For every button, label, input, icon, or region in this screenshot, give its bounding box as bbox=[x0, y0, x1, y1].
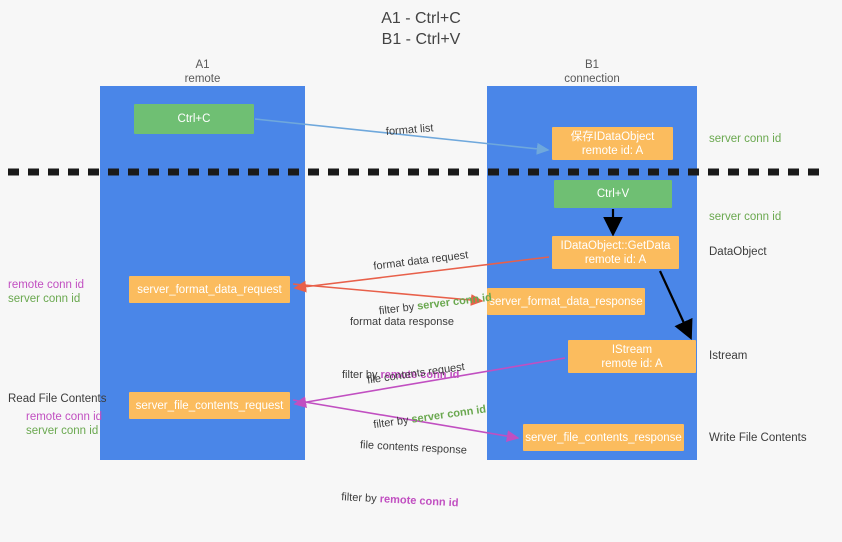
label-server-conn-id-second: server conn id bbox=[709, 211, 782, 223]
label-server-conn-id-bottom: server conn id bbox=[26, 425, 99, 437]
node-istream-line2: remote id: A bbox=[601, 357, 663, 370]
label-server-conn-id-top: server conn id bbox=[709, 133, 782, 145]
column-header-b1: B1 connection bbox=[564, 59, 620, 85]
edge-label-format-data-request-line1: format data request bbox=[372, 249, 469, 273]
node-istream[interactable]: IStream remote id: A bbox=[568, 340, 696, 373]
edge-label-format-data-response-line1: format data response bbox=[350, 316, 454, 328]
filter-prefix: filter by bbox=[340, 491, 381, 506]
label-write-file-contents: Write File Contents bbox=[709, 432, 807, 444]
edge-label-file-contents-response-line1: file contents response bbox=[359, 439, 468, 457]
node-server-file-contents-response[interactable]: server_file_contents_response bbox=[523, 424, 684, 451]
label-istream: Istream bbox=[709, 350, 748, 362]
filter-value-remote-conn-id: remote conn id bbox=[379, 493, 459, 510]
node-ctrl-c-label: Ctrl+C bbox=[177, 113, 211, 125]
node-ctrl-v[interactable]: Ctrl+V bbox=[554, 180, 672, 208]
edge-label-format-list-text: format list bbox=[385, 122, 434, 138]
label-dataobject: DataObject bbox=[709, 246, 767, 258]
column-header-a1: A1 remote bbox=[184, 59, 221, 85]
node-istream-line1: IStream bbox=[611, 343, 653, 356]
node-ctrl-v-label: Ctrl+V bbox=[596, 188, 630, 200]
label-read-file-contents: Read File Contents bbox=[8, 393, 107, 405]
node-server-format-data-request[interactable]: server_format_data_request bbox=[129, 276, 290, 303]
node-save-idataobject-line2: remote id: A bbox=[581, 144, 644, 157]
node-idataobject-getdata-line2: remote id: A bbox=[584, 253, 647, 266]
node-server-format-data-response[interactable]: server_format_data_response bbox=[487, 288, 645, 315]
node-idataobject-getdata-line1: IDataObject::GetData bbox=[560, 239, 671, 252]
filter-prefix: filter by bbox=[342, 369, 381, 381]
diagram-canvas: A1 - Ctrl+C B1 - Ctrl+V A1 remote B1 con… bbox=[8, 10, 826, 509]
edge-label-file-contents-response: file contents response filter by remote … bbox=[333, 407, 469, 542]
node-server-format-data-request-label: server_format_data_request bbox=[137, 283, 282, 296]
node-server-file-contents-request[interactable]: server_file_contents_request bbox=[129, 392, 290, 419]
label-read-file-contents-group: Read File Contents remote conn id server… bbox=[8, 392, 106, 438]
node-server-file-contents-request-label: server_file_contents_request bbox=[135, 399, 284, 412]
node-server-format-data-response-label: server_format_data_response bbox=[489, 295, 643, 308]
label-remote-conn-id-middle: remote conn id bbox=[8, 279, 85, 291]
node-save-idataobject[interactable]: 保存IDataObject remote id: A bbox=[552, 127, 673, 160]
label-server-conn-id-middle: server conn id bbox=[8, 293, 81, 305]
node-idataobject-getdata[interactable]: IDataObject::GetData remote id: A bbox=[552, 236, 679, 269]
edge-label-format-data-response-line2: filter by remote conn id bbox=[342, 368, 459, 383]
filter-value-remote-conn-id: remote conn id bbox=[380, 369, 460, 381]
edge-label-file-contents-request-line1: file contents request bbox=[366, 360, 466, 387]
edge-label-file-contents-response-line2: filter by remote conn id bbox=[341, 490, 465, 511]
page-title: A1 - Ctrl+C B1 - Ctrl+V bbox=[381, 10, 461, 48]
node-save-idataobject-line1: 保存IDataObject bbox=[570, 130, 655, 143]
label-conn-ids-middle: remote conn id server conn id bbox=[8, 278, 84, 306]
node-ctrl-c[interactable]: Ctrl+C bbox=[134, 104, 254, 134]
edge-label-format-data-response: format data response filter by remote co… bbox=[336, 285, 459, 413]
label-remote-conn-id-bottom: remote conn id bbox=[26, 411, 103, 423]
edge-label-format-list: format list bbox=[372, 106, 435, 156]
node-server-file-contents-response-label: server_file_contents_response bbox=[525, 431, 682, 444]
